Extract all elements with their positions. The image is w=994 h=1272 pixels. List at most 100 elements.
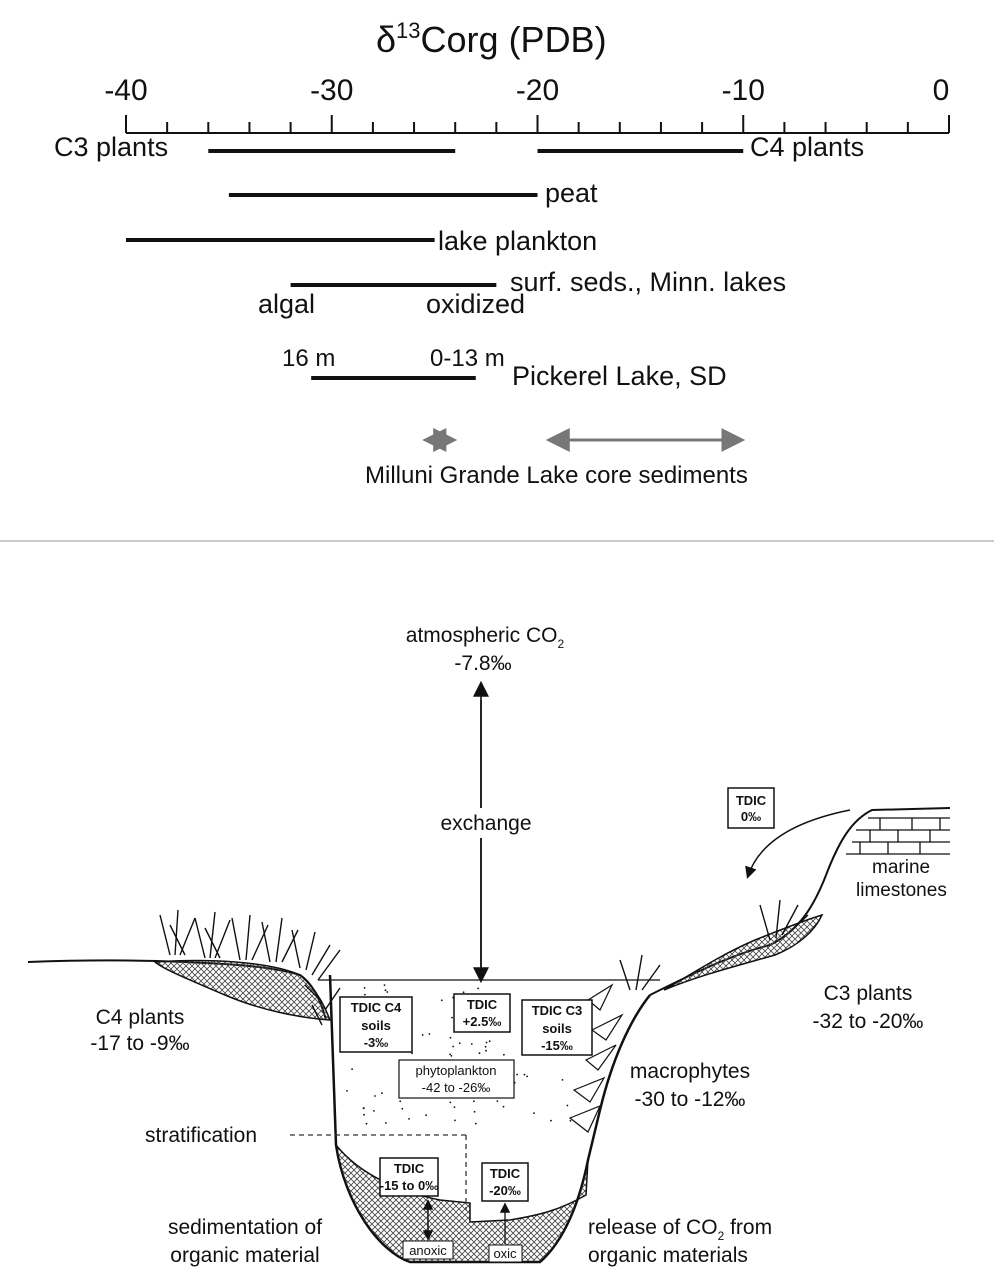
note-depth-0-13m: 0-13 m	[430, 345, 505, 372]
particle-dot	[408, 1118, 410, 1120]
c3-soil-lens	[664, 915, 822, 990]
macrophytes-value: -30 to -12‰	[635, 1088, 746, 1111]
particle-dot	[486, 1042, 488, 1044]
particle-dot	[474, 1111, 476, 1113]
range-label-c3-plants: C3 plants	[54, 132, 168, 162]
particle-dot	[533, 1112, 535, 1114]
scale-tick-label: -20	[516, 74, 559, 107]
particle-dot	[567, 1105, 569, 1107]
oxic-label: oxic	[493, 1246, 517, 1261]
particle-dot	[524, 1074, 526, 1076]
particle-dot	[450, 1037, 452, 1039]
scale-tick-label: -40	[104, 74, 147, 107]
particle-dot	[489, 1040, 491, 1042]
phytoplankton-l1: phytoplankton	[416, 1063, 497, 1078]
tdic-c4-l3: -3‰	[364, 1035, 389, 1050]
lake-diagram: marine limestones TDIC 0‰ exchange atmos…	[28, 624, 950, 1267]
c3-plants-value: -32 to -20‰	[813, 1010, 924, 1033]
atm-co2-text: atmospheric CO	[406, 624, 558, 647]
particle-dot	[411, 1053, 413, 1055]
particle-dot	[346, 1090, 348, 1092]
particle-dot	[381, 1092, 383, 1094]
release-co2-from: from	[724, 1216, 772, 1239]
stratification-label: stratification	[145, 1124, 257, 1147]
particle-dot	[425, 1114, 427, 1116]
particle-dot	[364, 994, 366, 996]
particle-dot	[459, 1042, 461, 1044]
particle-dot	[463, 991, 465, 993]
sedimentation-l1: sedimentation of	[168, 1216, 322, 1239]
particle-dot	[373, 1110, 375, 1112]
particle-dot	[449, 1102, 451, 1104]
particle-dot	[473, 1100, 475, 1102]
particle-dot	[477, 988, 479, 990]
macrophytes-title: macrophytes	[630, 1060, 750, 1083]
particle-dot	[449, 1054, 451, 1056]
particle-dot	[550, 1120, 552, 1122]
particle-dot	[503, 1054, 505, 1056]
particle-dot	[503, 1106, 505, 1108]
particle-dot	[570, 1120, 572, 1122]
atmospheric-co2-label: atmospheric CO2	[406, 624, 565, 651]
atmospheric-co2-value: -7.8‰	[454, 652, 511, 675]
release-co2-text: release of CO	[588, 1216, 718, 1239]
particle-dot	[401, 1108, 403, 1110]
marine-label: marine	[872, 857, 930, 878]
particle-dot	[363, 1108, 365, 1110]
release-co2-l1: release of CO2 from	[588, 1216, 772, 1243]
note-oxidized: oxidized	[426, 289, 525, 319]
particle-dot	[399, 1100, 401, 1102]
tdic-oxic-l2: -20‰	[489, 1183, 521, 1198]
particle-dot	[479, 1052, 481, 1054]
tdic-anoxic-l1: TDIC	[394, 1161, 425, 1176]
tdic-c3-l3: -15‰	[541, 1038, 573, 1053]
atm-co2-sub: 2	[558, 637, 565, 651]
tdic-runoff-value: 0‰	[741, 809, 761, 824]
sedimentation-l2: organic material	[170, 1244, 319, 1267]
c3-plants-title: C3 plants	[824, 982, 913, 1005]
particle-dot	[386, 991, 388, 993]
particle-dot	[374, 1095, 376, 1097]
limestone-blocks-icon	[846, 818, 950, 854]
particle-dot	[497, 1100, 499, 1102]
particle-dot	[451, 1017, 453, 1019]
particle-dot	[485, 1050, 487, 1052]
scale-tick-label: 0	[933, 74, 950, 107]
milluni-label: Milluni Grande Lake core sediments	[365, 462, 748, 489]
range-label-surf-seds: surf. seds., Minn. lakes	[510, 267, 786, 297]
range-label-lake-plankton: lake plankton	[438, 226, 597, 256]
bottom-sediment	[336, 1145, 588, 1262]
tdic-c4-l2: soils	[361, 1018, 391, 1033]
phytoplankton-l2: -42 to -26‰	[422, 1080, 491, 1095]
range-label-c4-plants: C4 plants	[750, 132, 864, 162]
particle-dot	[385, 1122, 387, 1124]
particle-dot	[422, 1034, 424, 1036]
tdic-c3-l1: TDIC C3	[532, 1003, 583, 1018]
tdic-oxic-l1: TDIC	[490, 1166, 521, 1181]
scale-ticks	[126, 115, 949, 133]
tdic-runoff-title: TDIC	[736, 793, 767, 808]
particle-dot	[451, 1055, 453, 1057]
particle-dot	[562, 1079, 564, 1081]
release-co2-l2: organic materials	[588, 1244, 748, 1267]
particle-dot	[363, 1114, 365, 1116]
exchange-label: exchange	[440, 812, 531, 835]
note-algal: algal	[258, 289, 315, 319]
range-bars	[126, 151, 743, 378]
particle-dot	[429, 1033, 431, 1035]
particle-dot	[441, 999, 443, 1001]
scale-title-sup: 13	[396, 18, 420, 43]
particle-dot	[366, 1123, 368, 1125]
range-label-peat: peat	[545, 178, 598, 208]
scale-tick-label: -30	[310, 74, 353, 107]
tdic-center-l1: TDIC	[467, 997, 498, 1012]
particle-dot	[364, 987, 366, 989]
particle-dot	[385, 989, 387, 991]
particle-dot	[384, 984, 386, 986]
right-bank-line	[650, 808, 950, 995]
particle-dot	[454, 1120, 456, 1122]
scale-title-delta: δ	[376, 19, 396, 60]
particle-dot	[485, 1046, 487, 1048]
